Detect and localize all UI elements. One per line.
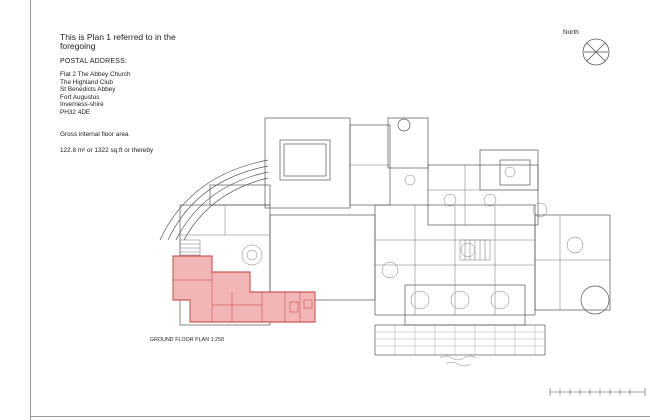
flat-2-highlight [172, 255, 316, 323]
postal-address-heading: POSTAL ADDRESS: [60, 58, 128, 65]
north-arrow-icon [582, 38, 610, 66]
address-line: PH32 4DE [60, 108, 91, 116]
north-label: North [563, 29, 579, 36]
floor-area-value: 122.8 m² or 1322 sq.ft or thereby [60, 147, 154, 154]
address-line: Flat 2 The Abbey Church [60, 71, 131, 78]
ground-floor-plan-label: GROUND FLOOR PLAN 1:250 [150, 337, 225, 343]
address-line: The Highland Club [60, 78, 113, 86]
gross-internal-area-label: Gross internal floor area [60, 131, 129, 138]
address-line: Inverness-shire [60, 101, 104, 109]
curved-wall [159, 159, 269, 241]
plan-reference-title: This is Plan 1 referred to in the forego… [60, 32, 176, 51]
sheet-border-bottom [30, 416, 650, 417]
round-features [241, 166, 584, 310]
internal-walls [180, 164, 610, 315]
scale-bar [549, 388, 646, 396]
address-line: Fort Augustus [60, 93, 100, 101]
postal-address: Flat 2 The Abbey Church The Highland Clu… [60, 71, 131, 117]
address-line: St Benedicts Abbey [60, 86, 116, 94]
sheet-border-left [30, 0, 31, 420]
stairs [179, 239, 491, 261]
handwritten-note [439, 355, 477, 367]
terrace-paving [375, 325, 545, 355]
